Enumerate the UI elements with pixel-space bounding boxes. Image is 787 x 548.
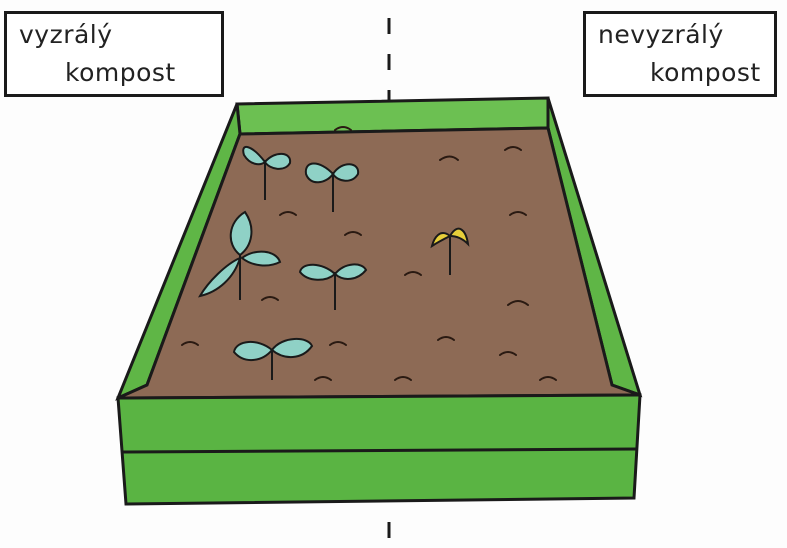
label-immature-line1: nevyzrálý: [598, 20, 724, 50]
label-immature-compost: nevyzrálý kompost: [583, 11, 777, 97]
label-mature-compost: vyzrálý kompost: [4, 11, 224, 97]
label-immature-line2: kompost: [650, 58, 761, 88]
label-mature-line1: vyzrálý: [19, 20, 113, 50]
label-mature-line2: kompost: [65, 58, 176, 88]
